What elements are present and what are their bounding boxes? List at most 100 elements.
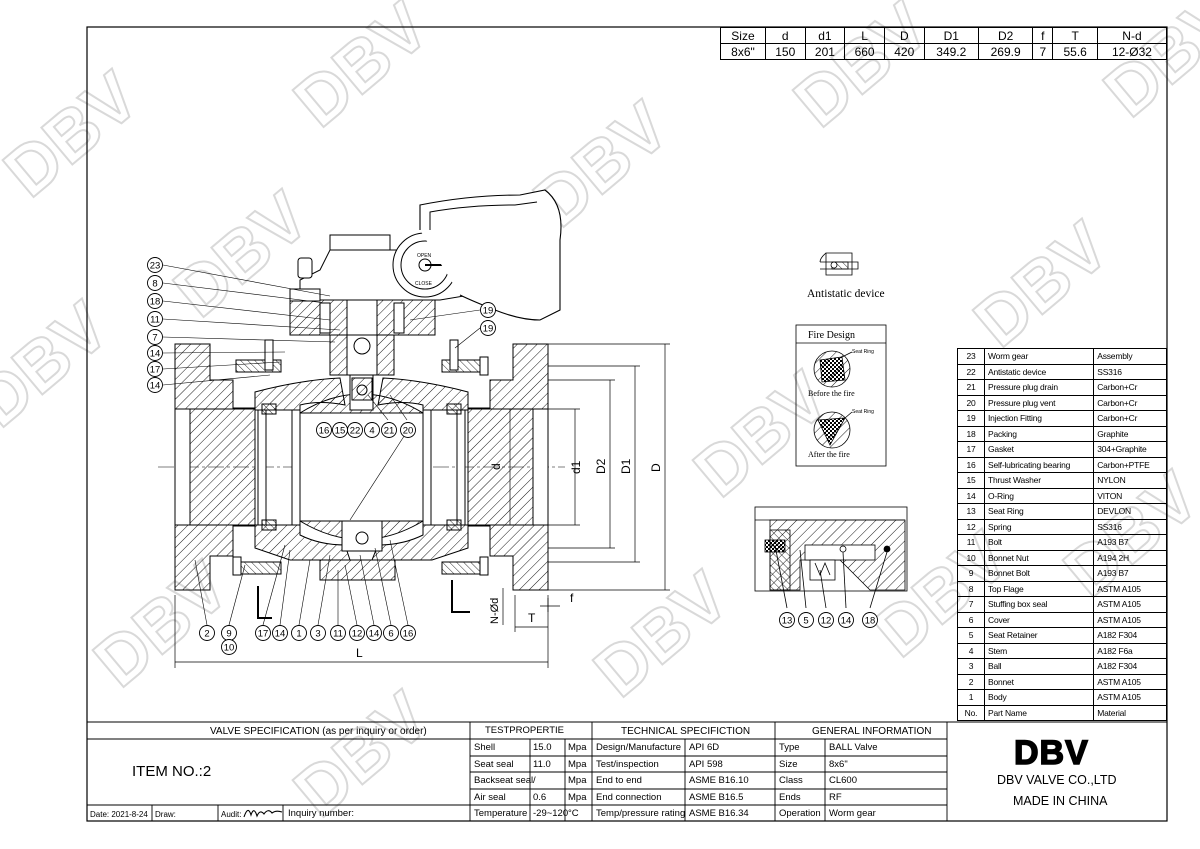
- svg-text:4: 4: [369, 426, 374, 437]
- watermark-text: DBV: [0, 287, 123, 442]
- part-name-cell: Spring: [983, 518, 1095, 535]
- svg-text:10: 10: [224, 643, 235, 654]
- dim-header-cell: Size: [720, 27, 766, 44]
- dim-header-cell: D2: [977, 27, 1034, 44]
- watermark-text: DBV: [80, 547, 244, 702]
- balloon-4: 4: [364, 422, 380, 438]
- item-number: ITEM NO.:2: [132, 763, 212, 780]
- part-material-cell: A182 F304: [1093, 627, 1167, 644]
- dim-d1-big-label: D1: [619, 458, 633, 474]
- svg-text:5: 5: [803, 616, 808, 627]
- gear-open-label: OPEN: [417, 253, 432, 259]
- part-name-cell: Seat Retainer: [983, 627, 1095, 644]
- dim-f-label: f: [570, 591, 574, 605]
- tests-name: Backseat seal: [474, 775, 534, 786]
- watermark-text: DBV: [280, 0, 444, 141]
- part-material-cell: A182 F6a: [1093, 642, 1167, 659]
- balloon-12: 12: [349, 625, 365, 641]
- tests-value: 15.0: [533, 742, 552, 753]
- balloon-22: 22: [347, 422, 363, 438]
- gear-close-label: CLOSE: [415, 281, 433, 287]
- balloon-3: 3: [310, 625, 326, 641]
- watermark-text: DBV: [0, 57, 153, 212]
- part-name-cell: Injection Fitting: [983, 410, 1095, 427]
- svg-text:23: 23: [150, 261, 161, 272]
- part-name-cell: Packing: [983, 425, 1095, 442]
- dim-header-cell: L: [844, 27, 885, 44]
- sheet-border: [86, 26, 1168, 822]
- part-no-cell: 9: [957, 565, 985, 582]
- general-name: Ends: [779, 791, 801, 803]
- part-name-cell: Bolt: [983, 534, 1095, 551]
- part-no-cell: 3: [957, 658, 985, 675]
- part-name-cell: Stuffing box seal: [983, 596, 1095, 613]
- part-material-cell: VITON: [1093, 487, 1167, 504]
- part-name-cell: Gasket: [983, 441, 1095, 458]
- part-material-cell: 304+Graphite: [1093, 441, 1167, 458]
- balloon-14: 14: [272, 625, 288, 641]
- part-no-cell: 16: [957, 456, 985, 473]
- balloon-18: 18: [147, 293, 163, 309]
- balloon-2: 2: [199, 625, 215, 641]
- part-no-cell: 23: [957, 348, 985, 365]
- general-name: Class: [779, 775, 803, 786]
- test-header: TESTPROPERTIE: [485, 725, 565, 736]
- watermark-text: DBV: [780, 0, 944, 141]
- balloon-14: 14: [147, 377, 163, 393]
- part-no-cell: 13: [957, 503, 985, 520]
- part-material-cell: A193 B7: [1093, 534, 1167, 551]
- dimension-lines: [174, 343, 670, 668]
- svg-text:14: 14: [150, 349, 161, 360]
- dim-header-cell: d1: [804, 27, 846, 44]
- tech-header: TECHNICAL SPECIFICTION: [621, 726, 751, 737]
- part-name-cell: Bonnet Bolt: [983, 565, 1095, 582]
- balloon-14: 14: [366, 625, 382, 641]
- balloon-10: 10: [221, 639, 237, 655]
- svg-text:14: 14: [841, 616, 852, 627]
- part-no-cell: 1: [957, 689, 985, 706]
- tech-name: Temp/pressure rating: [596, 808, 686, 819]
- dim-L-label: L: [356, 646, 363, 660]
- tech-value: API 6D: [689, 742, 720, 753]
- dim-value-cell: 349.2: [923, 43, 979, 60]
- tech-value: ASME B16.10: [689, 775, 749, 786]
- fire-after-seat-ring: Seat Ring: [852, 409, 874, 415]
- part-no-cell: 21: [957, 379, 985, 396]
- tech-value: ASME B16.34: [689, 808, 749, 819]
- svg-text:14: 14: [369, 629, 380, 640]
- dim-header-cell: N-d: [1096, 27, 1168, 44]
- balloon-13: 13: [779, 612, 795, 628]
- valve-spec-heading: VALVE SPECIFICATION (as per inquiry or o…: [210, 726, 427, 737]
- svg-text:19: 19: [483, 306, 494, 317]
- part-no-cell: 22: [957, 363, 985, 380]
- made-in-label: MADE IN CHINA: [1013, 794, 1108, 808]
- dim-value-cell: 420: [883, 43, 925, 60]
- part-name-cell: Thrust Washer: [983, 472, 1095, 489]
- part-name-cell: Stem: [983, 642, 1095, 659]
- dim-value-cell: 12-Ø32: [1096, 43, 1168, 60]
- dim-value-cell: 8x6": [720, 43, 766, 60]
- tests-value: 0.6: [533, 791, 547, 803]
- tests-unit: Mpa: [568, 775, 587, 786]
- balloon-16: 16: [316, 422, 332, 438]
- title-block-lines: [87, 721, 1167, 821]
- part-material-cell: Carbon+PTFE: [1093, 456, 1167, 473]
- general-value: Worm gear: [829, 808, 876, 819]
- tests-unit: Mpa: [568, 742, 587, 753]
- dim-header-cell: T: [1052, 27, 1098, 44]
- part-no-cell: 4: [957, 642, 985, 659]
- tech-name: Design/Manufacture: [596, 742, 682, 753]
- dim-nd-label: N-Ød: [489, 598, 501, 624]
